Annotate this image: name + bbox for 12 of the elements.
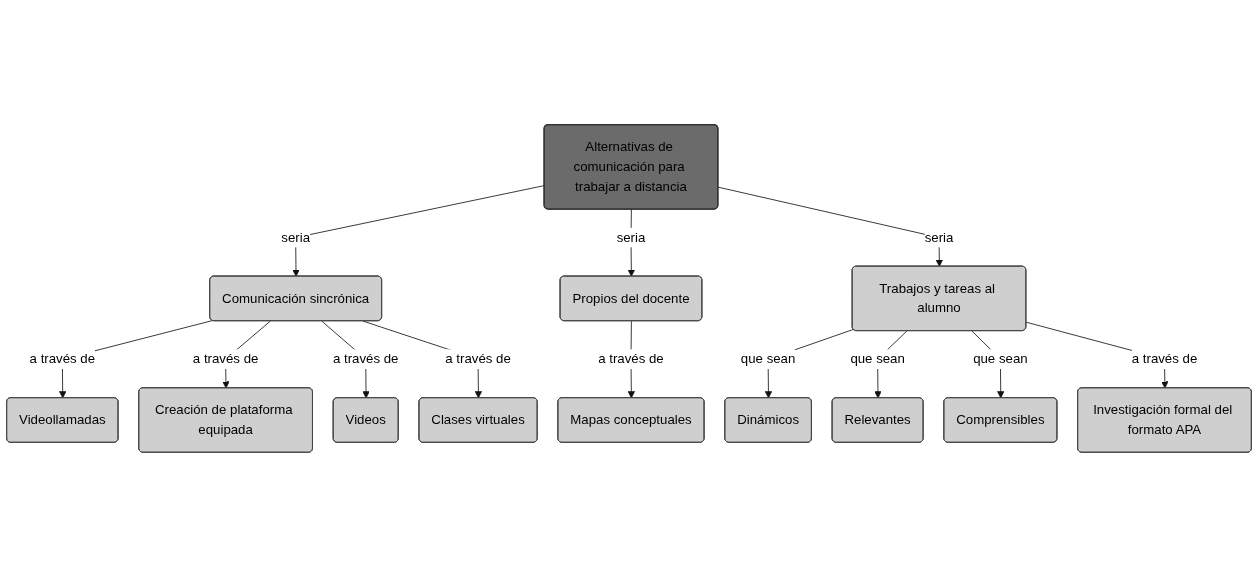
edge-label: a través de xyxy=(1131,351,1198,366)
edge-label: a través de xyxy=(332,351,399,366)
edge-label: seria xyxy=(924,230,954,245)
edge-label: que sean xyxy=(850,351,905,366)
edge-label: a través de xyxy=(445,351,511,366)
edge-label: que sean xyxy=(740,351,796,366)
edge-label: a través de xyxy=(29,351,96,366)
edge-label: a través de xyxy=(598,351,664,366)
edge-label: seria xyxy=(616,230,646,245)
edge-label: a través de xyxy=(192,351,259,366)
edge-label: que sean xyxy=(973,351,1028,366)
edge-label: seria xyxy=(281,230,310,245)
